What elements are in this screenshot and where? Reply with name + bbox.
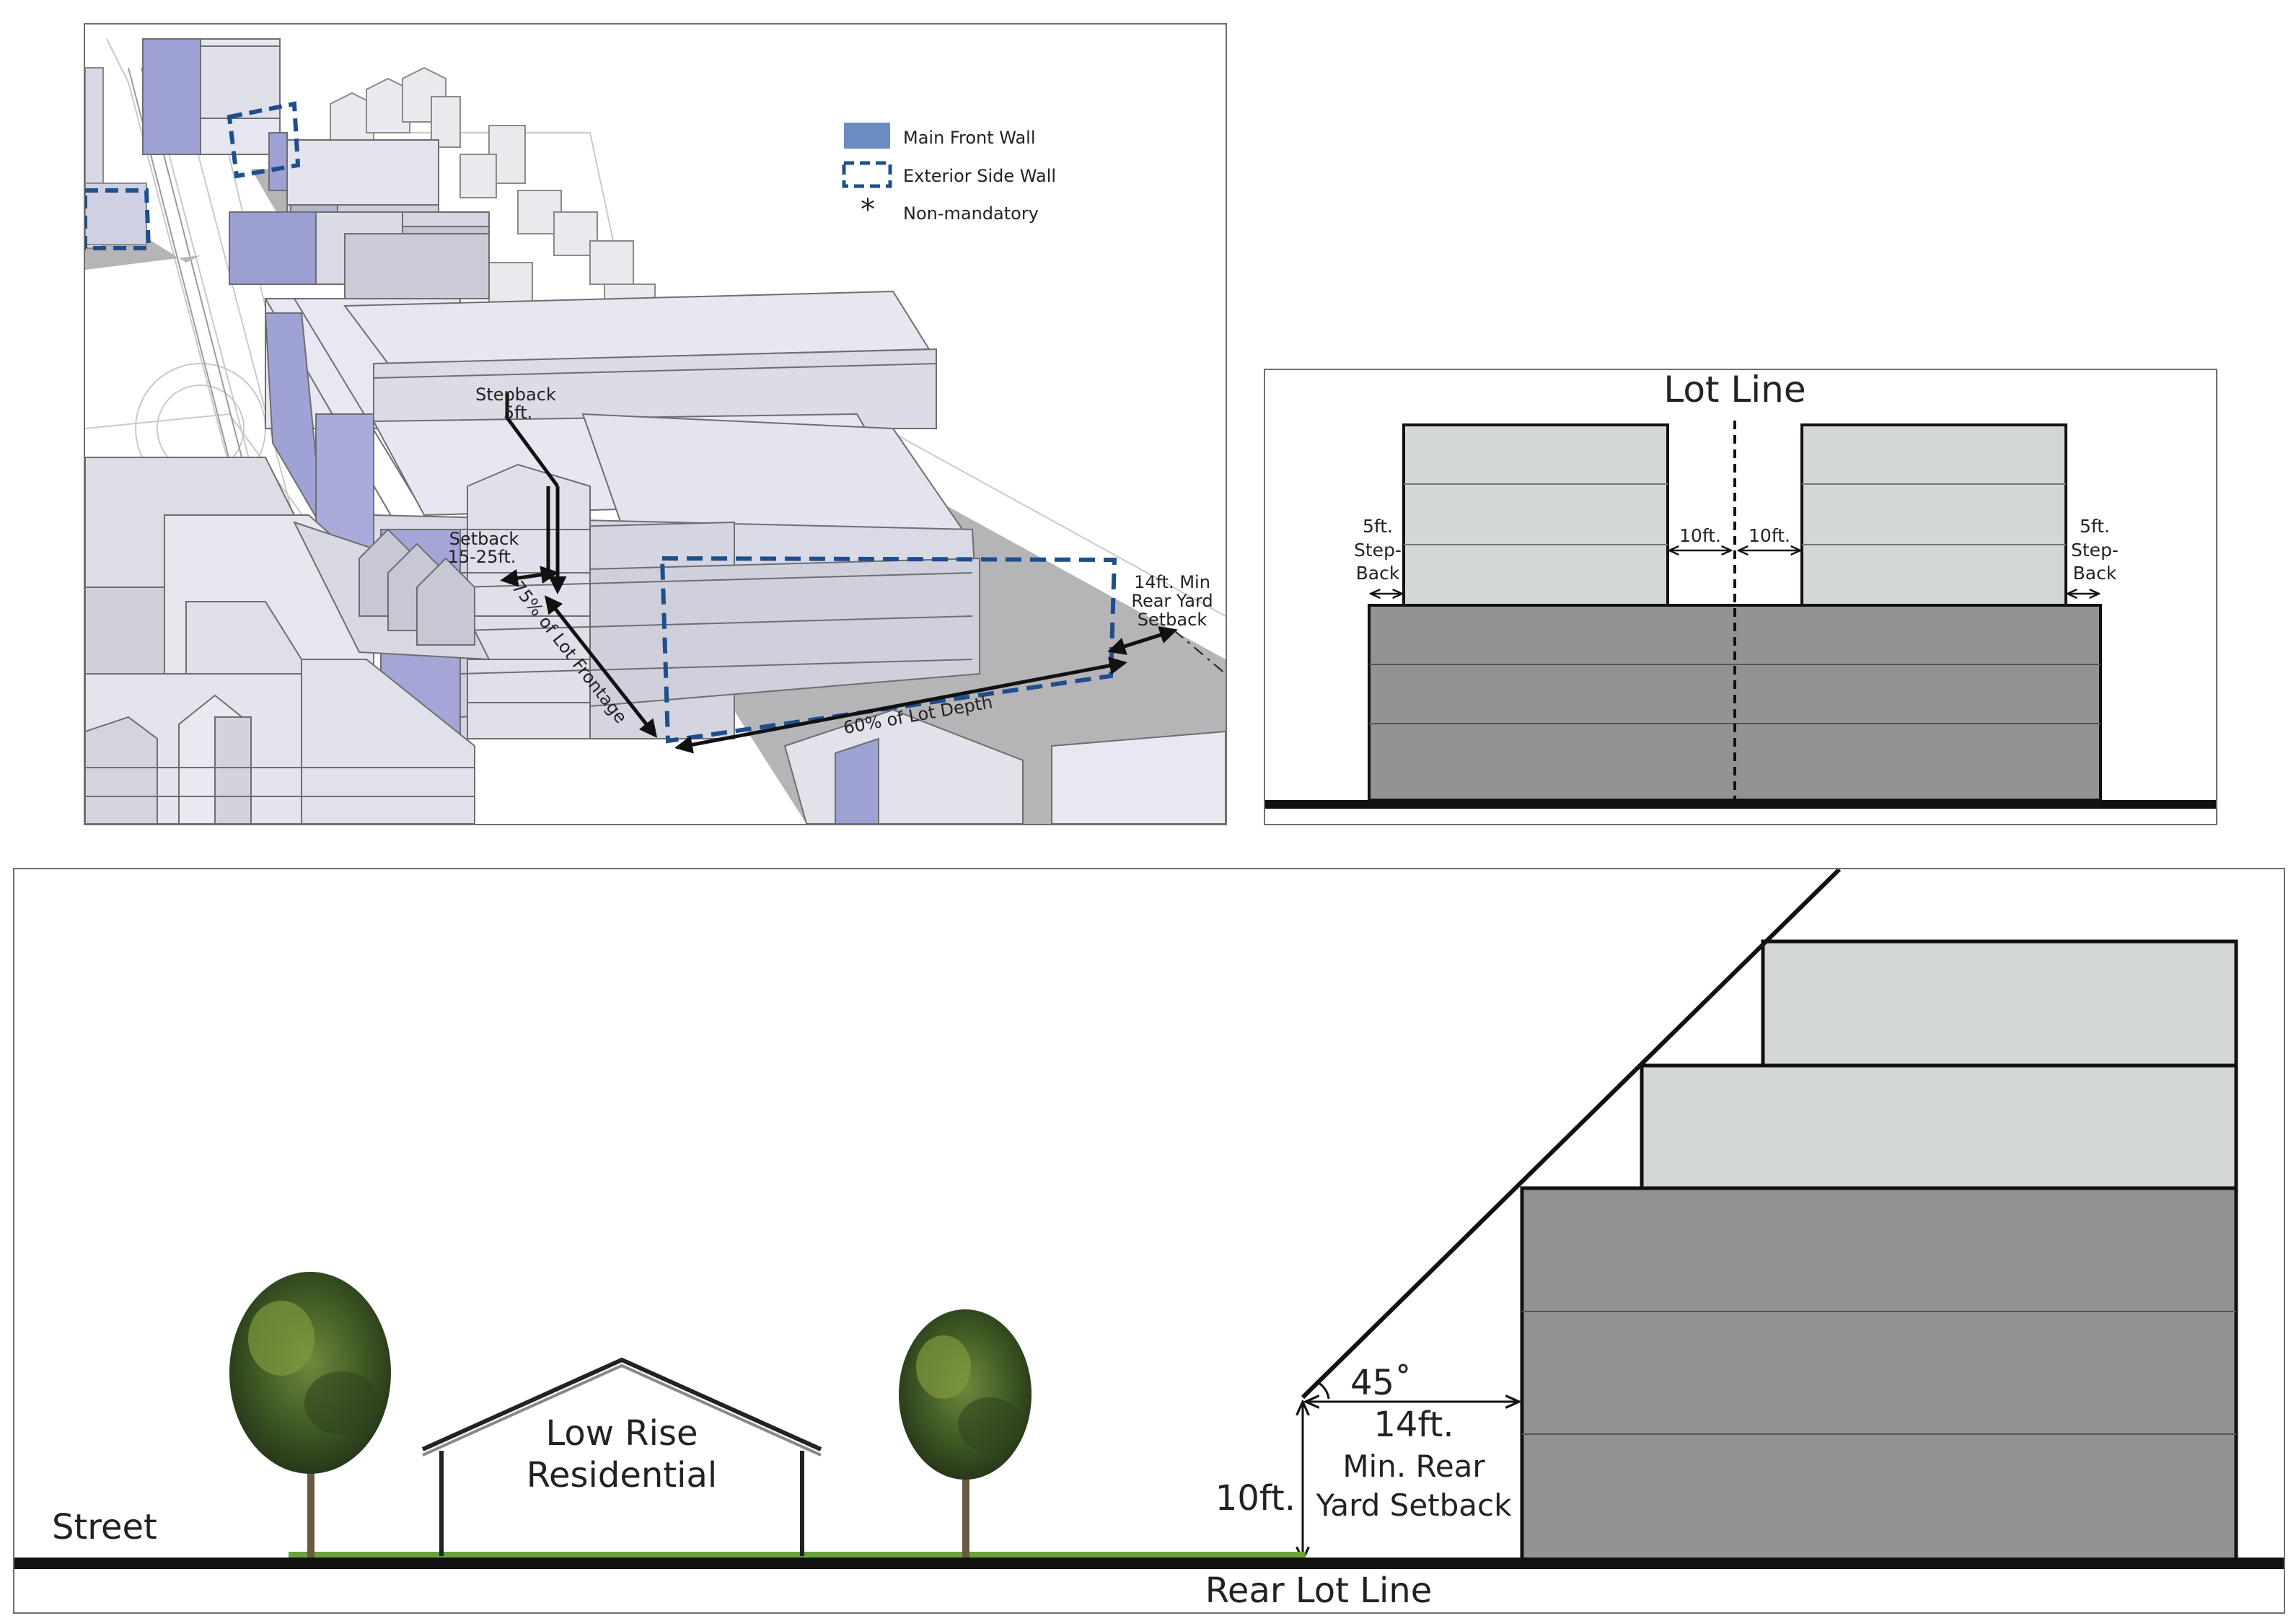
legend-non-mandatory: Non-mandatory (903, 203, 1039, 224)
tree-left (229, 1272, 391, 1558)
left-stepback-1: 5ft. (1363, 516, 1393, 537)
rear-setback-arrow (1107, 626, 1178, 655)
low-rise-house (421, 1357, 822, 1556)
setback-label-2: Yard Setback (1316, 1488, 1513, 1523)
depth-arrow (674, 656, 1127, 754)
left-stepback-2: Step- (1354, 540, 1402, 561)
lot-line-dimensions (1371, 550, 2099, 594)
mid-buildings (142, 38, 490, 299)
gap-left-label: 10ft. (1679, 525, 1721, 546)
axonometric-drawing: Stepback 5ft. Setback 15-25ft. 14ft. Min… (85, 38, 1226, 824)
section-ground-line (14, 1558, 2284, 1569)
upper-tower-right (1800, 423, 2067, 607)
stepback-label-1: Stepback (475, 385, 556, 405)
angle-label: 45˚ (1350, 1363, 1412, 1403)
legend-side-wall: Exterior Side Wall (903, 166, 1056, 186)
grass-strip (289, 1552, 1306, 1558)
rear-setback-label-2: Rear Yard (1131, 591, 1213, 611)
setback-arrow (500, 566, 559, 587)
legend-swatch-side-wall (842, 161, 892, 188)
exterior-side-wall-outline-left (85, 188, 151, 250)
middle-building (264, 290, 937, 574)
stepback-label-2: 5ft. (503, 403, 532, 423)
rear-setback-label-1: 14ft. Min (1134, 572, 1210, 592)
lot-line-title: Lot Line (1663, 370, 1805, 410)
right-stepback-3: Back (2073, 563, 2117, 584)
height-label: 10ft. (1215, 1478, 1296, 1519)
dimension-arrows (500, 392, 1178, 754)
legend: * Main Front Wall Exterior Side Wall Non… (842, 123, 1056, 227)
street-label: Street (52, 1507, 157, 1547)
right-stepback-2: Step- (2071, 540, 2119, 561)
lot-line-panel: Lot Line 5ft. Step- Back 5ft. Step- Back… (1264, 369, 2217, 825)
legend-front-wall: Main Front Wall (903, 128, 1036, 148)
setback-label-1: Min. Rear (1342, 1449, 1485, 1484)
background-houses (330, 66, 656, 328)
far-left-building (85, 67, 147, 249)
right-stepback-1: 5ft. (2080, 516, 2110, 537)
lot-line-diagram: Lot Line 5ft. Step- Back 5ft. Step- Back… (1265, 370, 2216, 809)
exterior-side-wall-outline-top (226, 101, 301, 179)
rear-setback-section: Street Low Rise Residential 45˚ 14ft. Mi… (14, 869, 2284, 1611)
upper-tower-left (1402, 423, 1669, 607)
legend-swatch-front-wall (844, 123, 890, 149)
angle-arc (1318, 1381, 1330, 1400)
rear-lot-line-label: Rear Lot Line (1205, 1571, 1433, 1611)
asterisk-icon: * (861, 193, 875, 227)
gap-right-label: 10ft. (1749, 525, 1790, 546)
angle-plane-line (1301, 869, 1842, 1400)
house-label-2: Residential (527, 1455, 717, 1495)
rear-setback-label-3: Setback (1138, 610, 1208, 630)
lower-left-buildings (85, 457, 491, 824)
left-stepback-3: Back (1356, 563, 1400, 584)
frontage-arrow (544, 595, 658, 738)
tree-right (899, 1309, 1032, 1558)
axonometric-panel: Stepback 5ft. Setback 15-25ft. 14ft. Min… (84, 23, 1227, 825)
house-label-1: Low Rise (545, 1413, 698, 1454)
section-panel: Street Low Rise Residential 45˚ 14ft. Mi… (13, 868, 2285, 1614)
setback-label-1: Setback (449, 529, 519, 549)
setback-label-2: 15-25ft. (448, 547, 516, 567)
ground-line (1265, 800, 2216, 809)
setback-value-label: 14ft. (1373, 1405, 1453, 1445)
section-building (1520, 939, 2238, 1565)
section-dimensions (1303, 1402, 1519, 1560)
